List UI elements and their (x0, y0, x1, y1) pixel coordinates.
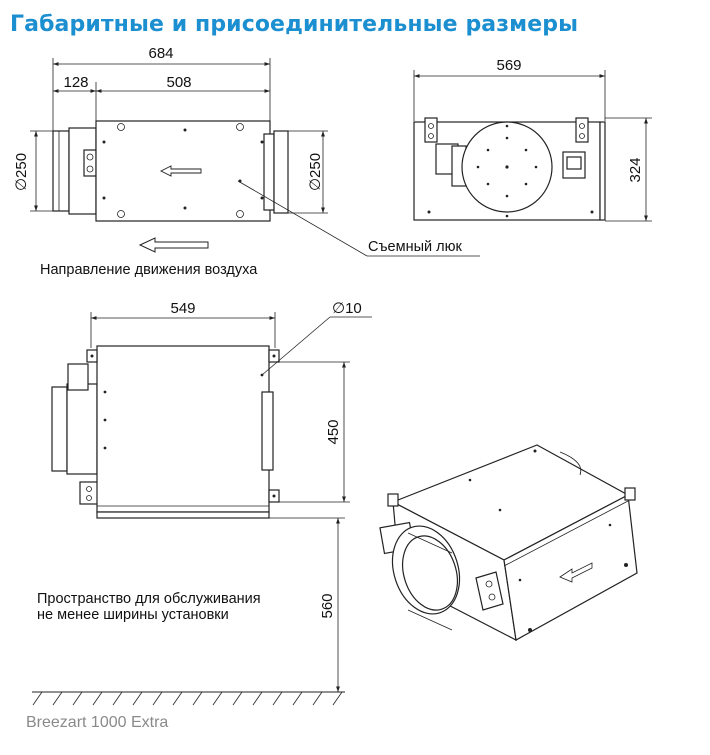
hatch-label: Съемный люк (368, 239, 462, 255)
airflow-arrow-icon (138, 237, 209, 253)
plan-body (96, 345, 270, 513)
dim-side-width: 569 (496, 57, 521, 74)
dim-plan-depth: 450 (325, 419, 342, 444)
flow-arrow-icon (159, 165, 202, 177)
service-note-line1: Пространство для обслуживания (37, 591, 261, 607)
outlet-spigot (273, 130, 289, 214)
dim-mount-hole: ∅10 (332, 300, 362, 317)
dim-spigot-length: 128 (63, 74, 88, 91)
dim-overall-width: 684 (148, 45, 173, 62)
top-view: 684 128 508 ∅250 (13, 45, 480, 278)
dim-outlet-diameter: ∅250 (307, 153, 324, 191)
dim-inlet-diameter: ∅250 (13, 153, 30, 191)
plan-view: 549 ∅10 450 560 Пространство для (32, 300, 372, 706)
inlet-spigot (52, 130, 70, 212)
side-view: 569 324 (413, 57, 652, 222)
service-note-line2: не менее ширины установки (37, 607, 229, 623)
model-caption: Breezart 1000 Extra (26, 714, 169, 731)
dim-plan-length: 549 (170, 300, 195, 317)
floor-line (32, 691, 345, 706)
iso-flow-arrow-icon (559, 562, 593, 583)
page-title: Габаритные и присоединительные размеры (10, 12, 579, 37)
plan-spigot (66, 383, 98, 475)
iso-inlet-opening (402, 535, 458, 611)
airflow-label: Направление движения воздуха (40, 262, 258, 278)
dim-body-length: 508 (166, 74, 191, 91)
isometric-view (379, 444, 638, 642)
dim-service-clearance: 560 (319, 593, 336, 618)
dim-side-height: 324 (627, 157, 644, 182)
